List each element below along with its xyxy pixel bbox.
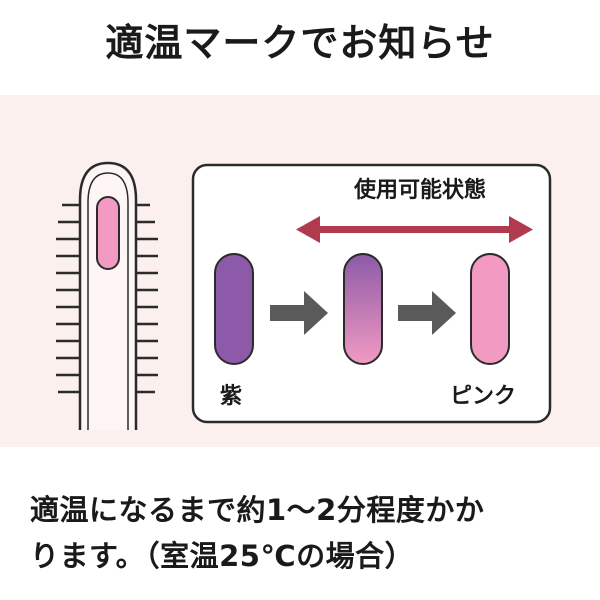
- caption-line-1: 適温になるまで約1～2分程度かか: [30, 493, 485, 527]
- usable-range-label: 使用可能状態: [353, 178, 486, 203]
- caption: 適温になるまで約1～2分程度かか ります。（室温25℃の場合）: [30, 487, 590, 579]
- stage-purple-label: 紫: [220, 384, 243, 409]
- stage-purple-mark: [214, 253, 254, 365]
- step-arrow-1: [270, 291, 328, 335]
- brush-bristles-right: [135, 203, 158, 394]
- stage-pink-mark: [470, 253, 510, 365]
- brush-indicator-mark: [96, 196, 120, 270]
- illustration: [56, 161, 552, 430]
- illustration-panel: [0, 95, 600, 447]
- caption-line-2: ります。（室温25℃の場合）: [30, 539, 415, 573]
- range-double-arrow: [296, 216, 533, 243]
- stage-pink-label: ピンク: [450, 384, 517, 409]
- brush-inner-outline: [87, 172, 129, 430]
- stage-gradient-mark: [343, 253, 383, 365]
- step-arrow-2: [398, 291, 456, 335]
- brush-bristles-left: [56, 203, 80, 394]
- page-title: 適温マークでお知らせ: [105, 21, 495, 65]
- brush-body: [78, 161, 138, 430]
